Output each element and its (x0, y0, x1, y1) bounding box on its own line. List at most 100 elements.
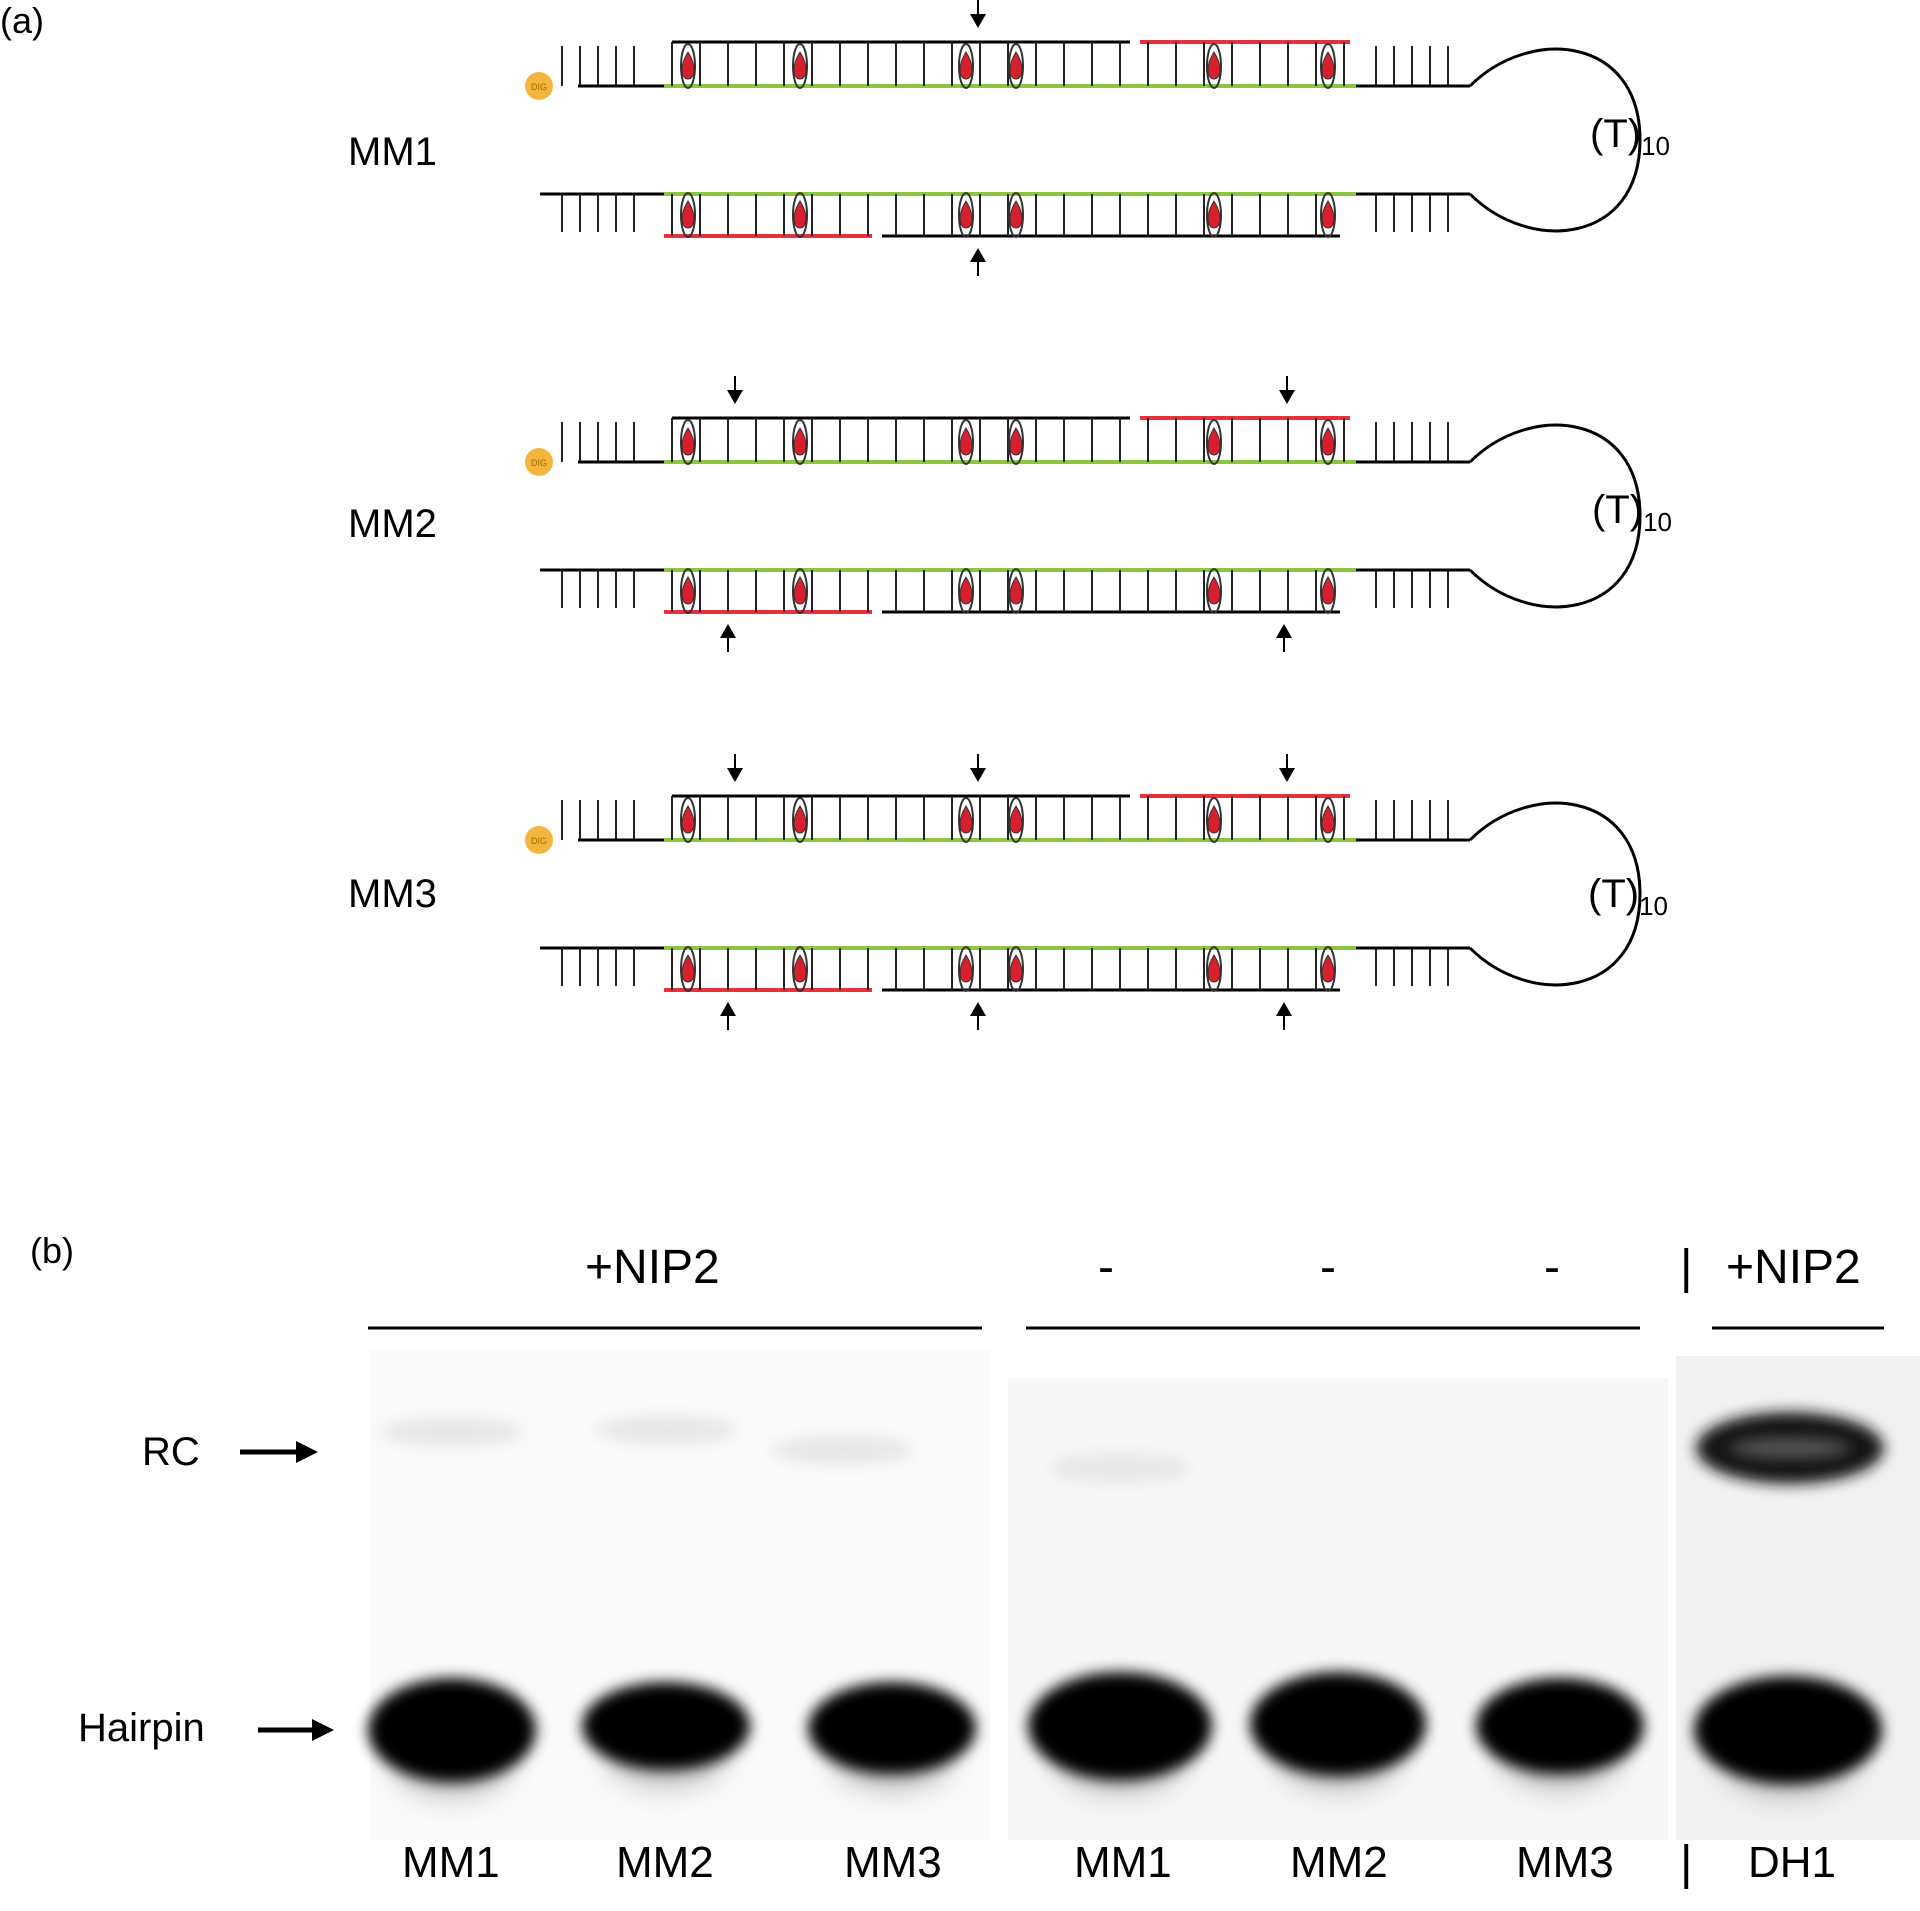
lane-separator: | (1680, 1837, 1693, 1890)
hairpin-band (808, 1682, 976, 1774)
mismatch-marker (1321, 576, 1335, 605)
mismatch-marker (793, 200, 807, 229)
mismatch-marker (959, 576, 973, 605)
group-label-minus-1: - (1098, 1241, 1114, 1294)
panel-b-label: (b) (30, 1230, 74, 1271)
rc-band-faint (772, 1436, 912, 1464)
nucleotide-loop (792, 192, 808, 238)
loop-label-mm3: (T)10 (1588, 872, 1668, 921)
mismatch-marker (681, 576, 695, 605)
cleavage-arrow-bottom (720, 1002, 736, 1016)
lane-label-mm2-ctrl: MM2 (1290, 1838, 1388, 1887)
rc-band-dh1 (1696, 1412, 1884, 1484)
gel-panel-dh1 (1676, 1356, 1920, 1840)
cleavage-arrow-top (970, 768, 986, 782)
lane-label-mm1-nip2: MM1 (402, 1838, 500, 1887)
rc-arrow (296, 1441, 318, 1463)
hairpin-loop (1468, 801, 1642, 987)
nucleotide-loop (792, 568, 808, 614)
nucleotide-loop (1320, 419, 1336, 465)
hairpin-band-smear (1055, 1718, 1185, 1794)
mismatch-marker (959, 954, 973, 983)
nucleotide-loop (1206, 192, 1222, 238)
mismatch-marker (793, 576, 807, 605)
nucleotide-loop (680, 797, 696, 843)
mismatch-marker (1207, 805, 1221, 834)
rc-band-faint (596, 1416, 736, 1444)
cleavage-arrow-top (727, 768, 743, 782)
mismatch-marker (681, 427, 695, 456)
construct-label-mm2: MM2 (348, 502, 437, 546)
cleavage-arrow-top (1279, 768, 1295, 782)
hairpin-band (1476, 1678, 1644, 1774)
cleavage-arrow-top (727, 390, 743, 404)
cleavage-arrow-top (970, 14, 986, 28)
dig-tag-label: DIG (531, 458, 547, 468)
mismatch-marker (793, 427, 807, 456)
rc-band-faint (1050, 1454, 1190, 1482)
mismatch-marker (1321, 51, 1335, 80)
construct-label-mm3: MM3 (348, 872, 437, 916)
nucleotide-loop (1206, 568, 1222, 614)
mismatch-marker (1207, 200, 1221, 229)
gel-panel-nip2 (370, 1350, 990, 1840)
loop-label-mm1: (T)10 (1590, 112, 1670, 161)
lane-label-mm3-nip2: MM3 (844, 1838, 942, 1887)
cleavage-arrow-bottom (1276, 624, 1292, 638)
mismatch-marker (1009, 200, 1023, 229)
nucleotide-loop (1320, 946, 1336, 992)
hairpin-band-smear (393, 1723, 511, 1797)
hairpin-band-smear (607, 1725, 725, 1787)
mismatch-marker (1009, 805, 1023, 834)
group-label-minus-2: - (1320, 1241, 1336, 1294)
lane-label-mm2-nip2: MM2 (616, 1838, 714, 1887)
hairpin-loop (1468, 47, 1642, 233)
hairpin-band (368, 1678, 536, 1782)
nucleotide-loop (1206, 43, 1222, 89)
nucleotide-loop (792, 946, 808, 992)
cleavage-arrow-bottom (720, 624, 736, 638)
mismatch-marker (959, 200, 973, 229)
nucleotide-loop (792, 419, 808, 465)
mismatch-marker (681, 805, 695, 834)
nucleotide-loop (1008, 797, 1024, 843)
nucleotide-loop (1008, 946, 1024, 992)
construct-label-mm1: MM1 (348, 130, 437, 174)
mismatch-marker (793, 954, 807, 983)
lane-label-mm3-ctrl: MM3 (1516, 1838, 1614, 1887)
group-label-nip2-dh1: +NIP2 (1726, 1241, 1861, 1294)
nucleotide-loop (792, 43, 808, 89)
hairpin-band-label: Hairpin (78, 1706, 205, 1750)
hairpin-band-smear (1276, 1717, 1400, 1791)
nucleotide-loop (958, 43, 974, 89)
hairpin-band (582, 1682, 750, 1770)
mismatch-marker (681, 51, 695, 80)
mismatch-marker (959, 51, 973, 80)
nucleotide-loop (1008, 568, 1024, 614)
lane-label-dh1: DH1 (1748, 1838, 1837, 1887)
nucleotide-loop (1206, 946, 1222, 992)
mismatch-marker (1321, 427, 1335, 456)
nucleotide-loop (680, 192, 696, 238)
rc-band-dh1-core (1730, 1438, 1850, 1458)
nucleotide-loop (1320, 568, 1336, 614)
mismatch-marker (1009, 51, 1023, 80)
cleavage-arrow-bottom (970, 248, 986, 262)
mismatch-marker (681, 200, 695, 229)
mismatch-marker (959, 427, 973, 456)
mismatch-marker (681, 954, 695, 983)
mismatch-marker (793, 51, 807, 80)
hairpin-loop (1468, 423, 1642, 609)
nucleotide-loop (958, 568, 974, 614)
hairpin-band (1694, 1676, 1882, 1784)
nucleotide-loop (792, 797, 808, 843)
hairpin-band-smear (833, 1725, 951, 1791)
loop-label-mm2: (T)10 (1592, 488, 1672, 537)
nucleotide-loop (1008, 43, 1024, 89)
mismatch-marker (1321, 200, 1335, 229)
nucleotide-loop (958, 946, 974, 992)
hairpin-band-smear (1501, 1722, 1619, 1790)
mismatch-marker (1207, 576, 1221, 605)
mismatch-marker (1009, 427, 1023, 456)
